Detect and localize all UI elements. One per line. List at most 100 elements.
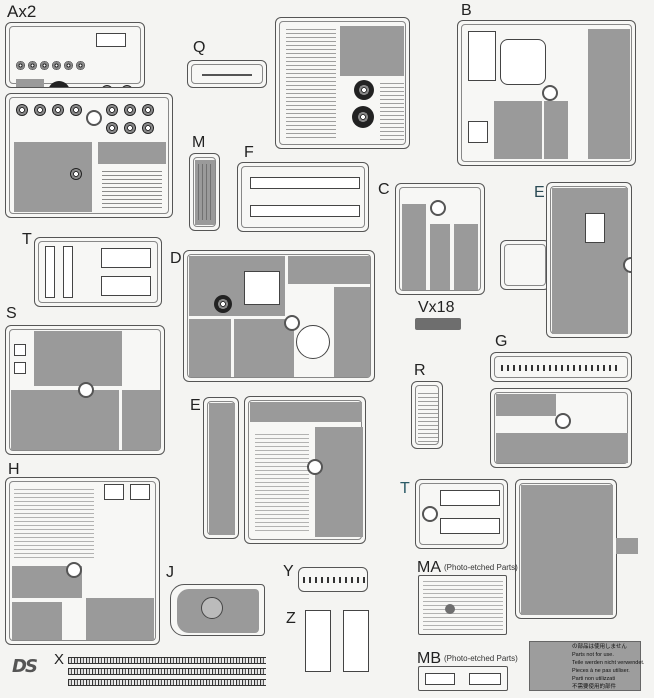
- sprue-frame: [494, 356, 628, 378]
- unused-part-area: [454, 224, 478, 290]
- sprue-frame: [9, 329, 161, 451]
- small-wheel-part: [16, 61, 25, 70]
- sprue-label-t-left: T: [22, 231, 32, 248]
- note-line-it: Parti non utilizzati: [572, 676, 616, 682]
- road-wheel-part: [16, 104, 28, 116]
- road-wheel-part: [142, 104, 154, 116]
- sprue-label-d: D: [170, 250, 182, 267]
- sprue-e-right-main: [546, 182, 632, 338]
- unused-parts-note: の部品は使用しません Parts not for use. Teile werd…: [572, 643, 652, 691]
- sprue-label-a: Ax2: [7, 2, 37, 21]
- track-link-part: [415, 318, 461, 330]
- sprue-frame: [193, 157, 216, 227]
- box-part: [130, 484, 150, 500]
- note-line-de: Teile werden nicht verwendet.: [572, 660, 645, 666]
- sprue-s: [5, 325, 165, 455]
- sprue-m: [189, 153, 220, 231]
- sprue-gate: [555, 413, 571, 429]
- hull-detail: [303, 577, 365, 583]
- small-wheel-part: [28, 61, 37, 70]
- unused-part-area: [122, 390, 160, 450]
- turret-hatch-part: [201, 597, 223, 619]
- sprue-frame: [419, 483, 504, 545]
- small-wheel-part: [76, 61, 85, 70]
- sprue-frame: [187, 254, 371, 378]
- fender-part: [250, 205, 360, 217]
- sprue-label-g: G: [495, 333, 508, 350]
- bracket-part: [101, 276, 151, 296]
- unused-part-area: [315, 427, 363, 537]
- sprue-frame: [9, 97, 169, 214]
- sprocket-part: [48, 81, 70, 87]
- sprue-label-m: M: [192, 134, 206, 151]
- unused-part-area: [494, 101, 542, 159]
- small-parts-cluster: [255, 431, 309, 531]
- small-parts-cluster: [14, 488, 94, 558]
- etched-parts: [423, 580, 503, 630]
- bracket-part: [440, 490, 500, 506]
- side-skirt-part: [343, 610, 369, 672]
- sprue-label-f: F: [244, 144, 254, 161]
- unused-part-area: [234, 319, 294, 377]
- etched-part: [469, 673, 501, 685]
- sprue-gate: [542, 85, 558, 101]
- unused-part-area: [98, 142, 166, 164]
- sprue-label-z: Z: [286, 610, 296, 627]
- sprue-frame: [461, 24, 632, 162]
- sprue-upper-center: [275, 17, 410, 149]
- unused-part-area: [11, 390, 119, 450]
- road-wheel-part: [34, 104, 46, 116]
- photo-etched-note-ma: (Photo-etched Parts): [444, 563, 518, 572]
- sprue-label-e-right: E: [534, 184, 545, 201]
- small-parts-cluster: [501, 365, 621, 371]
- unused-part-area: [195, 160, 215, 225]
- unused-part-area: [496, 394, 556, 416]
- sprue-label-x: X: [54, 651, 65, 668]
- sprue-gate: [623, 257, 631, 273]
- unused-part-area: [334, 287, 370, 377]
- sprue-label-e-center: E: [190, 397, 201, 414]
- sprue-label-y: Y: [283, 563, 294, 580]
- photo-etched-fret-mb: [418, 666, 508, 691]
- sprue-gate: [78, 382, 94, 398]
- mudflap-part: [45, 246, 55, 298]
- sprue-gate: [307, 459, 323, 475]
- small-parts-cluster: [418, 390, 438, 442]
- small-wheel-part: [64, 61, 73, 70]
- sprue-label-s: S: [6, 305, 17, 322]
- sprue-b: [457, 20, 636, 166]
- sprue-c: [395, 183, 485, 295]
- sprue-t-left: [34, 237, 162, 307]
- track-run-part: [68, 668, 266, 675]
- sprue-frame: [9, 481, 156, 641]
- sprue-t-right: [415, 479, 508, 549]
- sprue-e-right: [500, 240, 550, 290]
- sprue-e-left: [203, 397, 239, 539]
- sprue-label-h: H: [8, 461, 20, 478]
- sprue-frame: [279, 21, 406, 145]
- unused-part-area: [552, 188, 628, 334]
- turret-ring-part: [296, 325, 330, 359]
- unused-parts-swatch: [529, 641, 641, 691]
- sprue-d: [183, 250, 375, 382]
- sprue-j: [170, 584, 265, 636]
- sprue-frame: [415, 385, 439, 445]
- unused-part-area: [588, 29, 630, 159]
- sprue-q: [187, 60, 267, 88]
- unused-part-area: [340, 26, 404, 76]
- sprue-a-bottom: [5, 93, 173, 218]
- sprue-label-t-right: T: [400, 480, 410, 497]
- unused-part-area: [496, 433, 628, 463]
- mudflap-part: [63, 246, 73, 298]
- sprue-a-top: [5, 22, 145, 88]
- unused-part-area: [209, 403, 235, 535]
- small-wheel-part: [40, 61, 49, 70]
- unused-part-area: [250, 402, 362, 422]
- bracket-part: [440, 518, 500, 534]
- note-line-jp: の部品は使用しません: [572, 644, 627, 650]
- small-wheel-part: [52, 61, 61, 70]
- track-run-part: [68, 679, 266, 686]
- sprue-frame: [38, 241, 158, 303]
- unused-part-area: [521, 485, 613, 615]
- road-wheel-part: [52, 104, 64, 116]
